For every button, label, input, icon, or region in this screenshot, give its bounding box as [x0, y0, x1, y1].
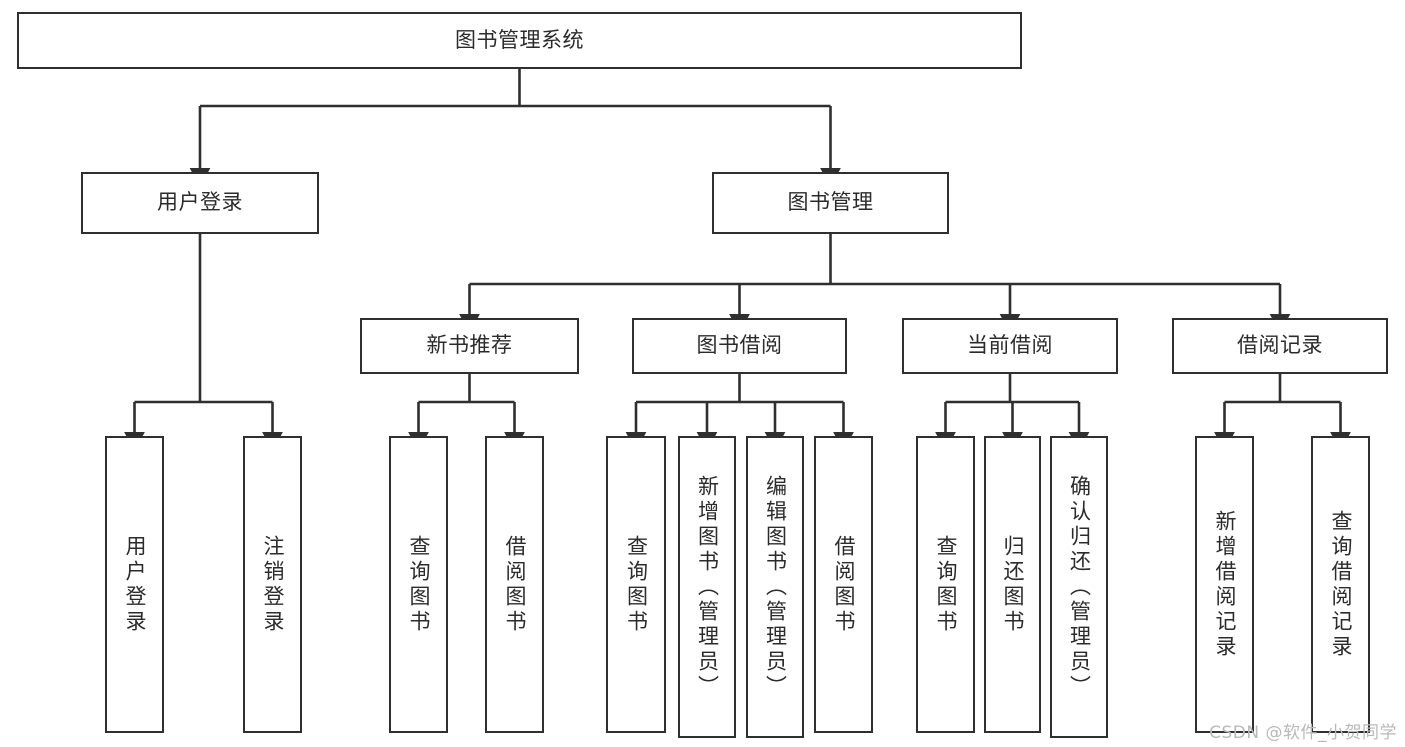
node-leaf-add-book[interactable]: 新增图书（管理员）: [678, 436, 736, 738]
node-book-borrow[interactable]: 图书借阅: [632, 318, 847, 374]
node-leaf-add-record[interactable]: 新增借阅记录: [1195, 436, 1254, 733]
node-leaf-query-book-1[interactable]: 查询图书: [389, 436, 448, 733]
node-leaf-logout-label: 注销登录: [261, 534, 285, 635]
node-user-login-label: 用户登录: [157, 190, 243, 215]
node-user-login[interactable]: 用户登录: [81, 172, 319, 234]
node-leaf-add-book-label: 新增图书（管理员）: [695, 474, 720, 700]
node-leaf-user-login-label: 用户登录: [123, 534, 147, 635]
node-book-manage[interactable]: 图书管理: [712, 172, 949, 234]
node-leaf-borrow-book-1-label: 借阅图书: [503, 534, 527, 635]
node-book-manage-label: 图书管理: [787, 190, 874, 215]
node-leaf-query-book-3-label: 查询图书: [934, 534, 958, 635]
node-leaf-query-book-1-label: 查询图书: [407, 534, 431, 635]
node-leaf-user-login[interactable]: 用户登录: [105, 436, 164, 733]
node-borrow-record[interactable]: 借阅记录: [1172, 318, 1388, 374]
node-book-borrow-label: 图书借阅: [696, 333, 783, 358]
node-leaf-query-record[interactable]: 查询借阅记录: [1311, 436, 1370, 733]
node-leaf-logout[interactable]: 注销登录: [243, 436, 302, 733]
node-new-book-recommend-label: 新书推荐: [426, 333, 513, 358]
node-leaf-query-book-3[interactable]: 查询图书: [916, 436, 975, 733]
node-leaf-confirm-return[interactable]: 确认归还（管理员）: [1050, 436, 1108, 738]
node-current-borrow-label: 当前借阅: [967, 333, 1053, 358]
node-leaf-query-book-2-label: 查询图书: [624, 534, 649, 635]
node-leaf-add-record-label: 新增借阅记录: [1213, 509, 1237, 660]
node-leaf-borrow-book-2-label: 借阅图书: [832, 534, 856, 635]
node-new-book-recommend[interactable]: 新书推荐: [360, 318, 579, 374]
node-root-label: 图书管理系统: [455, 27, 584, 52]
node-current-borrow[interactable]: 当前借阅: [902, 318, 1118, 374]
node-leaf-edit-book[interactable]: 编辑图书（管理员）: [746, 436, 804, 738]
watermark-text: CSDN @软件_小贺同学: [1209, 723, 1397, 743]
node-leaf-return-book[interactable]: 归还图书: [984, 436, 1041, 733]
node-leaf-query-book-2[interactable]: 查询图书: [606, 436, 666, 733]
node-leaf-query-record-label: 查询借阅记录: [1329, 509, 1353, 660]
node-borrow-record-label: 借阅记录: [1237, 333, 1323, 358]
node-leaf-borrow-book-2[interactable]: 借阅图书: [814, 436, 873, 733]
node-leaf-return-book-label: 归还图书: [1001, 534, 1025, 635]
node-leaf-confirm-return-label: 确认归还（管理员）: [1067, 474, 1092, 700]
node-root[interactable]: 图书管理系统: [17, 12, 1022, 69]
node-leaf-borrow-book-1[interactable]: 借阅图书: [485, 436, 544, 733]
node-leaf-edit-book-label: 编辑图书（管理员）: [763, 474, 788, 700]
